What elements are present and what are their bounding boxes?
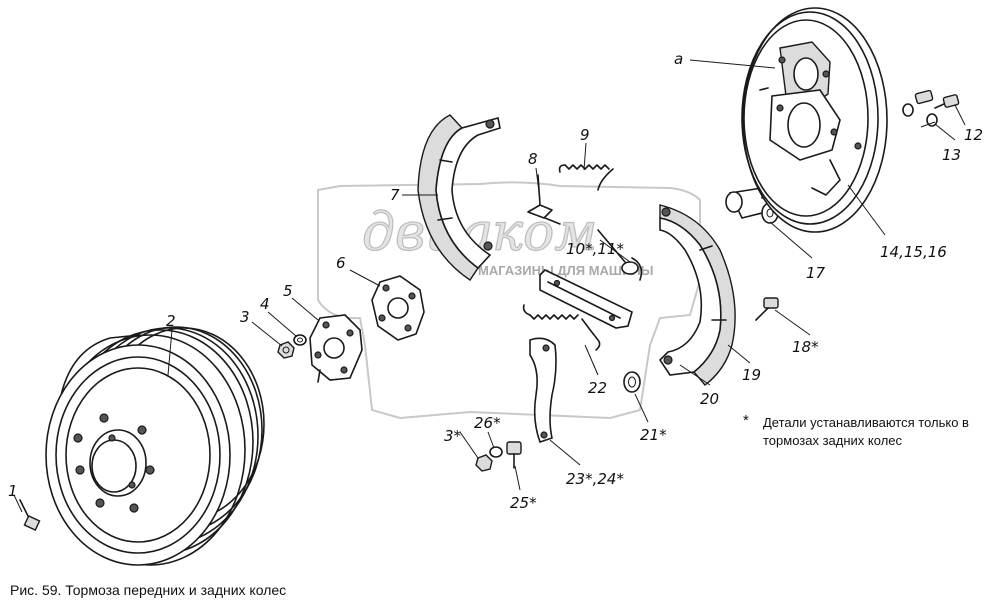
- note-marker: *: [743, 412, 749, 429]
- callout-18: 18*: [792, 338, 819, 356]
- lock-washer: [902, 103, 938, 127]
- callout-26: 26*: [474, 414, 501, 432]
- watermark: двиgком МАГАЗИНЫ ДЛЯ МАШИНЫ: [317, 181, 701, 420]
- callout-2: 2: [166, 312, 176, 330]
- spacer-washer: [623, 371, 641, 393]
- callouts: 1 2 3 4 5 6 7 8 9 10*,11* 12 13 14,15,16…: [8, 50, 983, 512]
- drum-bolt: [19, 499, 41, 531]
- spacer-plate: [371, 275, 425, 341]
- callout-17: 17: [806, 264, 826, 282]
- plate-bolt: [914, 89, 960, 109]
- callout-23-24: 23*,24*: [566, 470, 624, 488]
- callout-19: 19: [742, 366, 761, 384]
- washer: [293, 334, 307, 346]
- callout-10-11: 10*,11*: [566, 240, 624, 258]
- brake-shoe-front: [417, 114, 501, 281]
- brake-shoe-rear: [658, 204, 736, 386]
- anchor-plate: [309, 314, 363, 383]
- watermark-brand: двиgком: [362, 203, 597, 263]
- callout-3: 3: [240, 308, 250, 326]
- callout-12: 12: [964, 126, 983, 144]
- callout-5: 5: [283, 282, 293, 300]
- backing-plate: [741, 7, 888, 233]
- bleeder-screw: [755, 297, 779, 321]
- leader-lines: [13, 59, 966, 513]
- callout-1: 1: [8, 482, 18, 500]
- parking-brake-lever: [529, 337, 557, 444]
- callout-7: 7: [390, 186, 400, 204]
- callout-a: а: [674, 50, 683, 68]
- watermark-tagline: МАГАЗИНЫ ДЛЯ МАШИНЫ: [478, 263, 653, 278]
- callout-13: 13: [942, 146, 961, 164]
- note-text: Детали устанавливаются только в тормозах…: [763, 415, 969, 448]
- hold-down-pin: [597, 229, 643, 281]
- return-spring-upper: [558, 164, 614, 191]
- pivot-bolt: [506, 441, 522, 469]
- washer-rear: [489, 446, 503, 458]
- callout-6: 6: [336, 254, 346, 272]
- callout-8: 8: [528, 150, 538, 168]
- callout-4: 4: [260, 295, 270, 313]
- callout-25: 25*: [510, 494, 537, 512]
- callout-20: 20: [700, 390, 719, 408]
- spreader-bar: [539, 269, 633, 329]
- callout-3-rear: 3*: [444, 427, 462, 445]
- figure-caption: Рис. 59. Тормоза передних и задних колес: [10, 582, 287, 598]
- callout-22: 22: [588, 379, 607, 397]
- callout-21: 21*: [640, 426, 667, 444]
- callout-14-16: 14,15,16: [880, 243, 947, 261]
- callout-9: 9: [580, 126, 590, 144]
- brake-drum: [45, 326, 265, 566]
- return-spring-lower: [522, 304, 601, 351]
- nut-rear: [475, 454, 493, 472]
